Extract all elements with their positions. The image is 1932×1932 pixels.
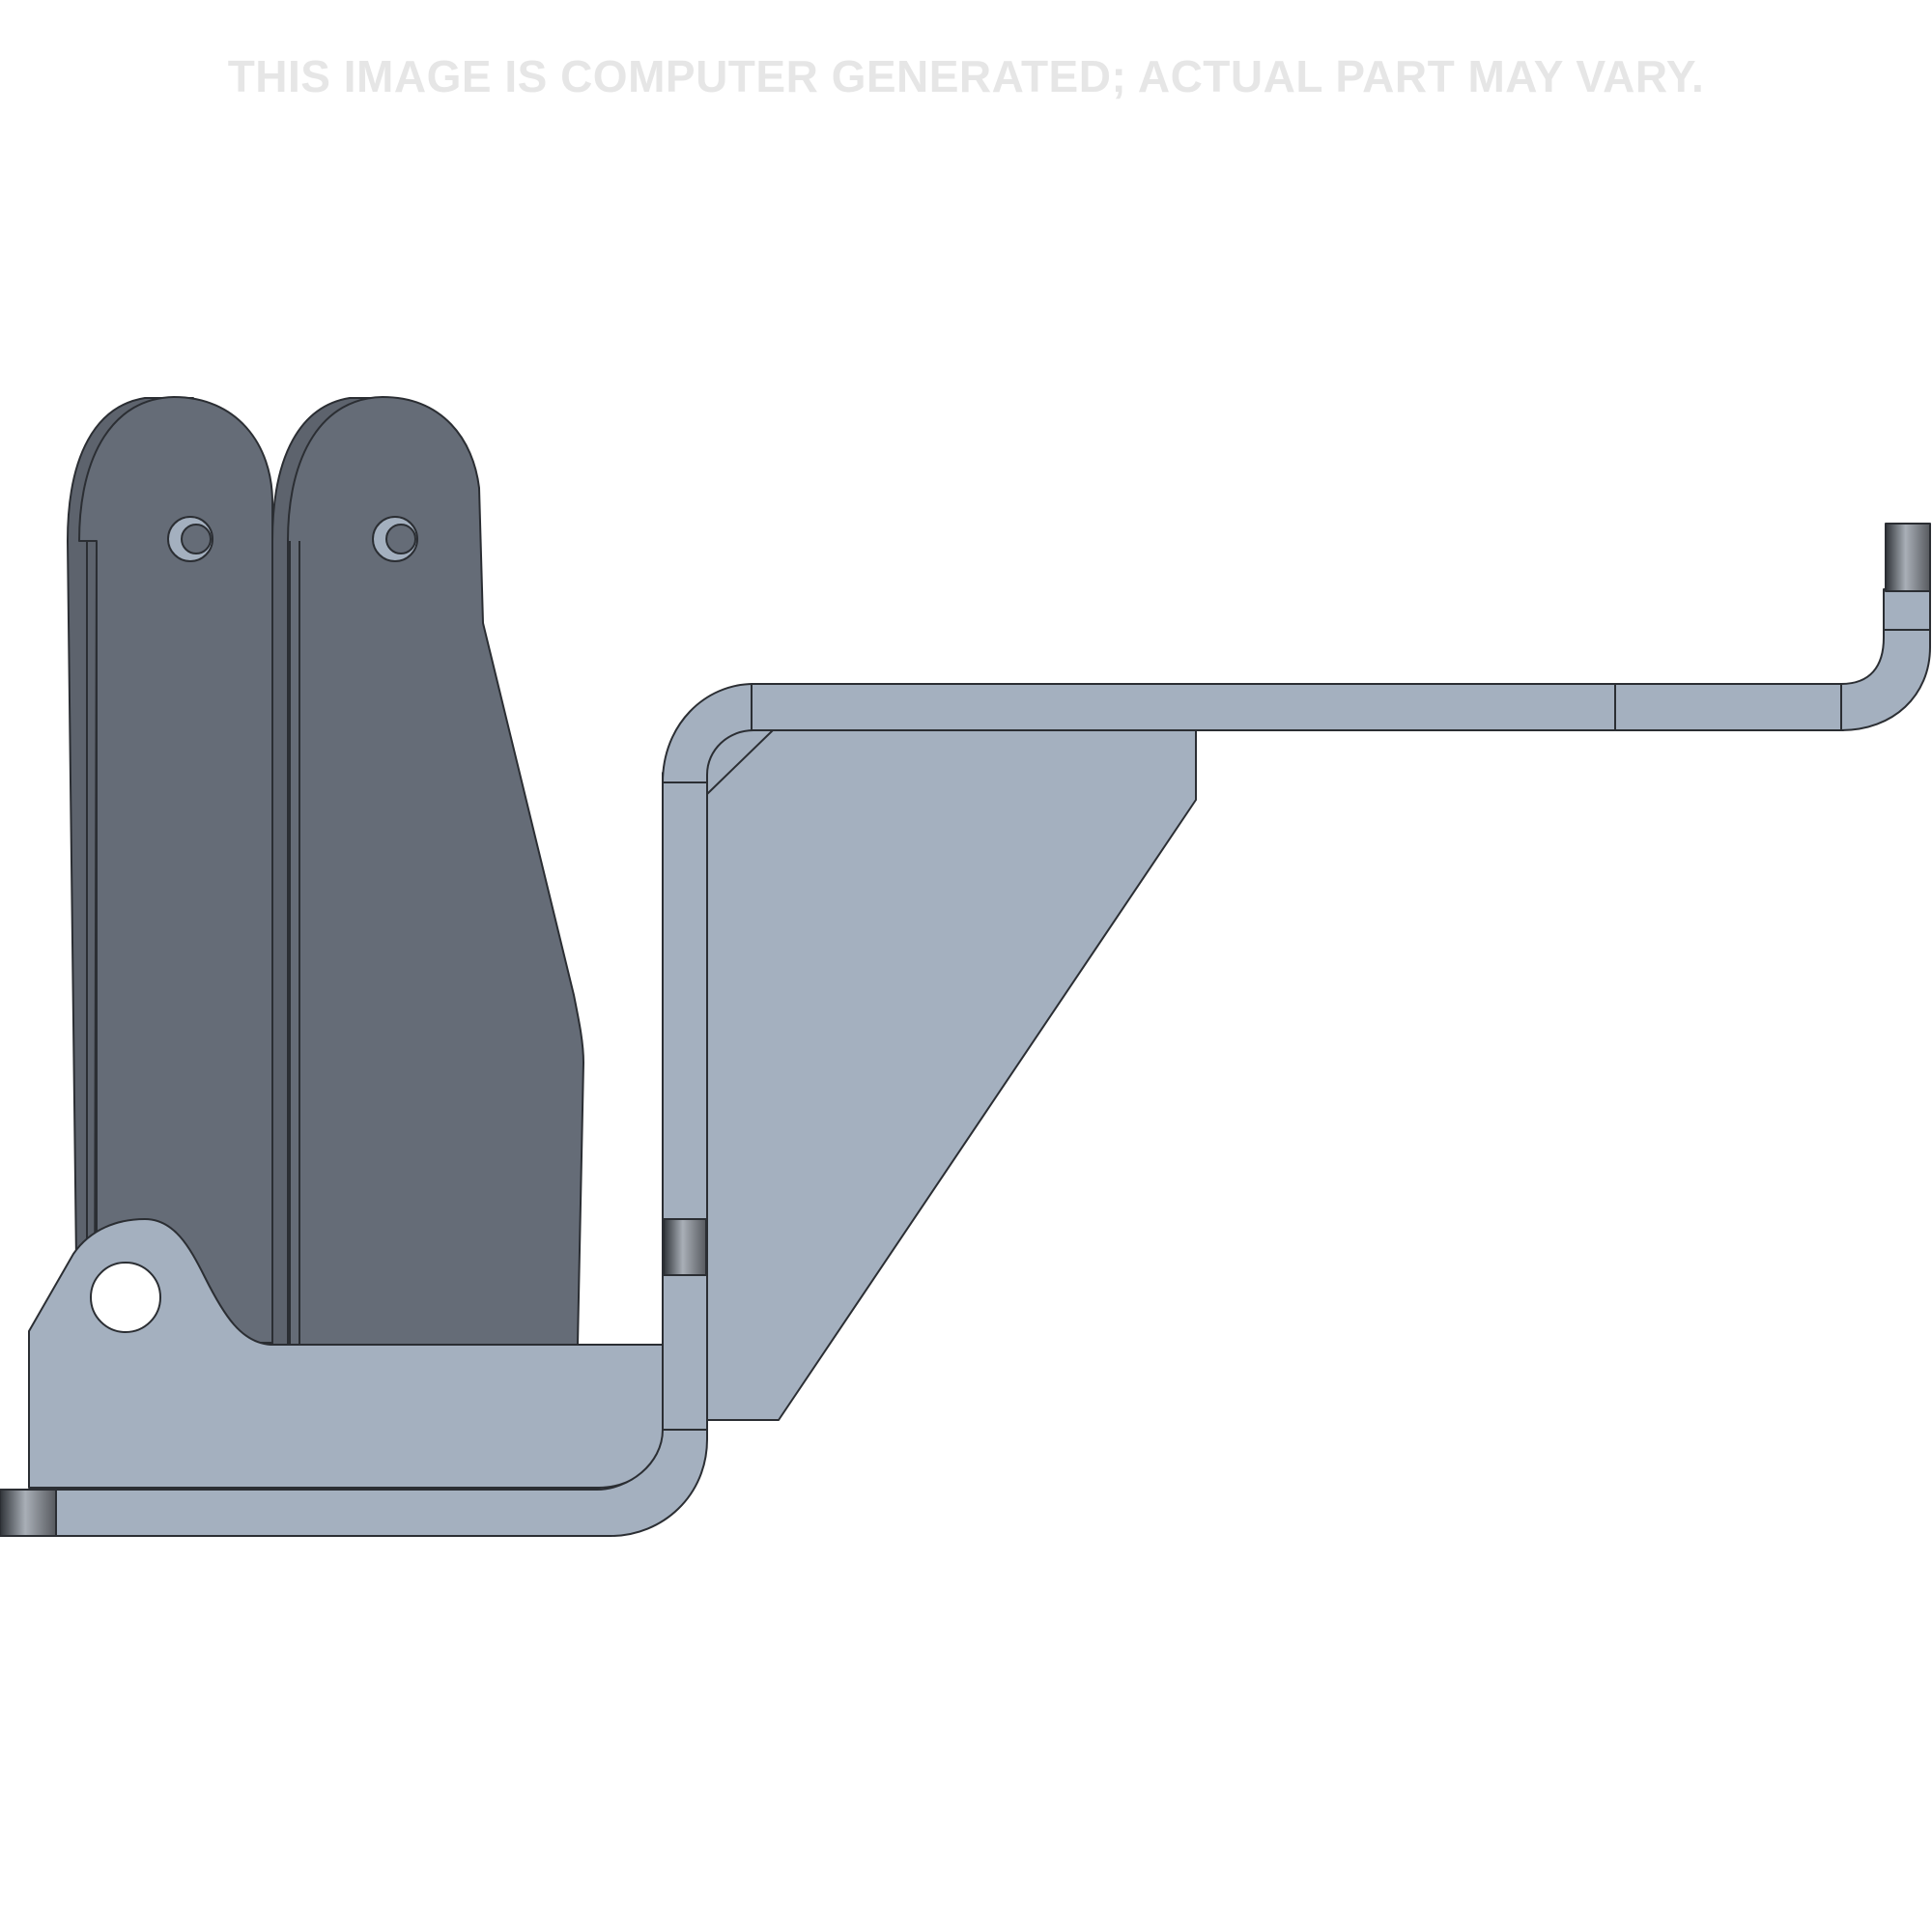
right-mounting-lug <box>271 396 584 1346</box>
bent-bar-end-cap <box>1885 523 1931 592</box>
bent-bar-end-bend <box>1840 617 1931 731</box>
riser-weld-block <box>663 1218 707 1276</box>
right-lug-hole-inner <box>385 524 416 554</box>
pivot-hole <box>90 1262 161 1333</box>
bent-bar-bottom-leg <box>55 1415 708 1537</box>
left-lug-plate <box>78 396 273 1344</box>
bent-bar-upturned-end <box>1883 588 1931 631</box>
bent-bar-top-arm <box>751 683 1844 731</box>
left-lug-hole-inner <box>181 524 212 554</box>
bottom-leg-end-tab <box>0 1489 57 1537</box>
disclaimer-text: THIS IMAGE IS COMPUTER GENERATED; ACTUAL… <box>227 51 1705 101</box>
bent-bar-vertical-riser <box>662 772 708 1431</box>
left-mounting-lug <box>67 396 273 1344</box>
gusset-edge-line <box>706 729 774 795</box>
triangular-gusset <box>706 714 1197 1421</box>
right-lug-plate <box>287 396 584 1346</box>
